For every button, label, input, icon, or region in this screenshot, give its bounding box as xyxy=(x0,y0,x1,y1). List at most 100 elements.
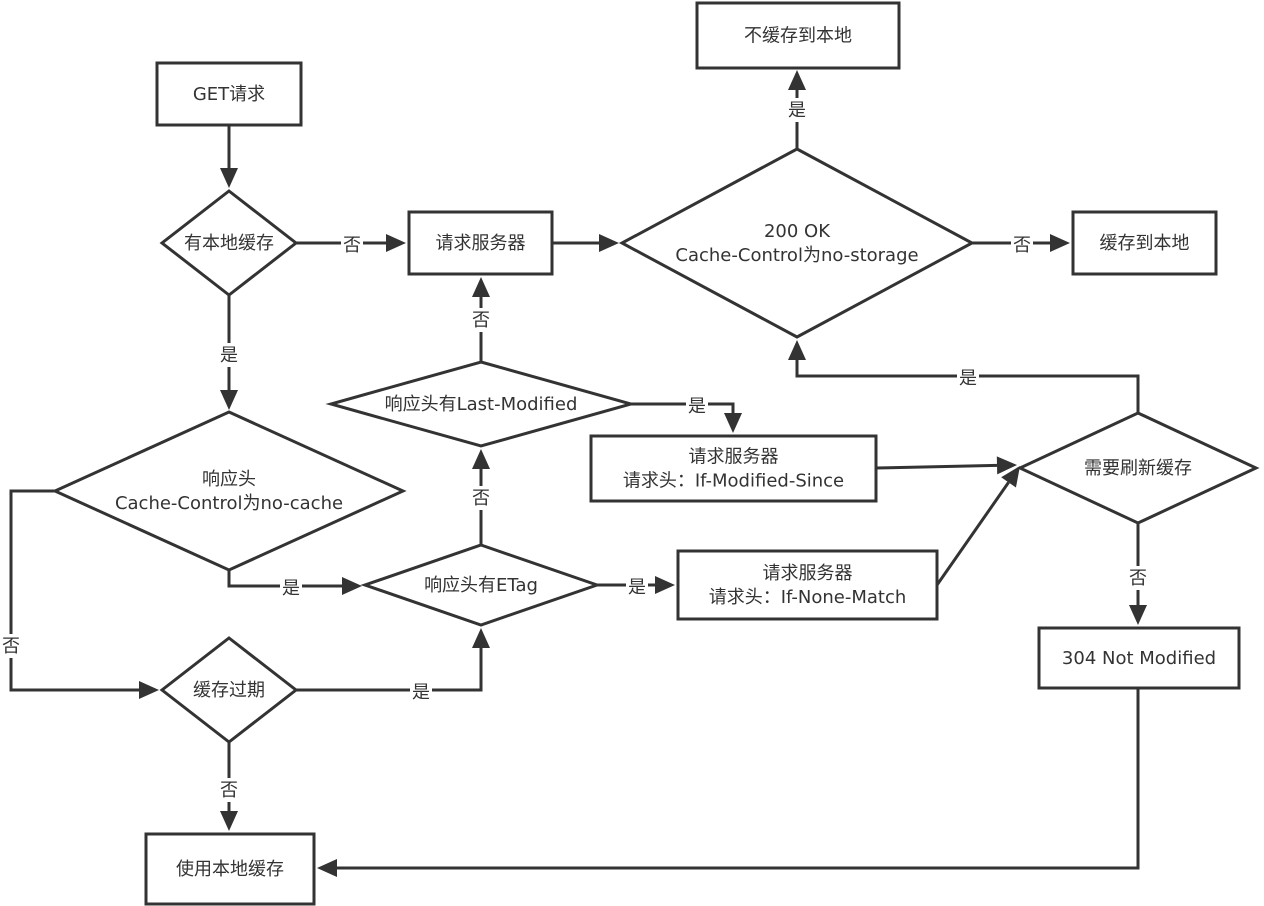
edge-label: 是 xyxy=(957,366,979,390)
edge-label: 是 xyxy=(686,394,708,418)
edge-label-text: 否 xyxy=(1129,568,1147,589)
connector-line xyxy=(9,489,139,692)
process-request-server-1: 请求服务器 xyxy=(407,210,554,276)
edge-request-if-none-match-to-need-refresh xyxy=(935,466,1020,586)
process-box xyxy=(589,434,878,503)
process-not-modified-304: 304 Not Modified xyxy=(1037,626,1241,690)
arrowhead-icon xyxy=(139,681,159,699)
decision-has-local-cache: 有本地缓存 xyxy=(159,189,299,297)
edge-label: 是 xyxy=(626,575,648,599)
node-label: 200 OK xyxy=(764,221,831,242)
arrowhead-icon xyxy=(1050,234,1070,252)
edge-label-text: 否 xyxy=(472,488,490,509)
arrowhead-icon xyxy=(1001,466,1020,488)
edge-label: 是 xyxy=(218,343,240,367)
connector-line xyxy=(631,402,735,413)
node-label: 请求服务器 xyxy=(436,233,526,254)
edge-label-text: 否 xyxy=(1013,235,1031,256)
arrowhead-icon xyxy=(655,576,675,594)
arrowhead-icon xyxy=(996,456,1017,475)
decision-status-200-ok: 200 OK Cache-Control为no-storage xyxy=(618,147,976,339)
edge-get-request-to-has-local-cache xyxy=(220,125,238,188)
node-label: 请求服务器 xyxy=(763,563,853,584)
node-label: 需要刷新缓存 xyxy=(1084,458,1192,479)
edge-label: 否 xyxy=(470,308,492,332)
edge-label-text: 否 xyxy=(343,235,361,256)
process-box xyxy=(1071,210,1218,276)
edge-not-modified-304-to-use-local-cache xyxy=(317,688,1140,877)
arrowhead-icon xyxy=(317,859,337,877)
edge-label-text: 否 xyxy=(2,636,20,657)
edge-has-local-cache-to-no-cache-header xyxy=(220,295,238,410)
edge-label-text: 是 xyxy=(220,345,238,366)
edge-label-text: 否 xyxy=(472,310,490,331)
decision-diamond xyxy=(618,147,976,339)
edge-label-text: 是 xyxy=(688,396,706,417)
node-label: 响应头有Last-Modified xyxy=(385,394,578,415)
connector-line xyxy=(875,463,998,470)
connector-line xyxy=(337,688,1140,870)
arrowhead-icon xyxy=(220,168,238,188)
nodes-layer: GET请求有本地缓存请求服务器200 OKCache-Control为no-st… xyxy=(51,1,1260,906)
edge-label: 否 xyxy=(470,486,492,510)
arrowhead-icon xyxy=(472,449,490,469)
arrowhead-icon xyxy=(220,390,238,410)
decision-no-cache-header: 响应头 Cache-Control为no-cache xyxy=(51,410,407,572)
connector-line xyxy=(935,481,1010,586)
node-label: 响应头 xyxy=(202,469,256,490)
edge-label-text: 否 xyxy=(220,780,238,801)
edge-has-last-modified-to-request-if-modified-since xyxy=(631,402,742,433)
edge-label-text: 是 xyxy=(959,368,977,389)
edge-label: 是 xyxy=(280,576,302,600)
decision-has-last-modified: 响应头有Last-Modified xyxy=(325,360,637,448)
node-label: 缓存到本地 xyxy=(1100,233,1190,254)
edge-no-cache-header-to-has-etag xyxy=(227,570,362,595)
arrowhead-icon xyxy=(724,413,742,433)
node-label: 响应头有ETag xyxy=(424,575,538,596)
node-label: 使用本地缓存 xyxy=(176,859,284,880)
decision-diamond xyxy=(325,360,637,448)
node-label: 请求头：If-None-Match xyxy=(709,587,907,608)
process-use-local-cache: 使用本地缓存 xyxy=(144,832,316,906)
decision-cache-expired: 缓存过期 xyxy=(159,636,299,744)
process-get-request: GET请求 xyxy=(155,61,303,127)
decision-diamond xyxy=(159,189,299,297)
decision-diamond xyxy=(51,410,407,572)
edge-request-server-1-to-status-200-ok xyxy=(552,234,619,252)
edge-label-text: 是 xyxy=(628,577,646,598)
arrowhead-icon xyxy=(788,70,806,90)
edge-label: 是 xyxy=(786,98,808,122)
arrowhead-icon xyxy=(342,577,362,595)
arrowhead-icon xyxy=(599,234,619,252)
decision-diamond xyxy=(159,636,299,744)
arrowhead-icon xyxy=(1129,605,1147,625)
process-box xyxy=(144,832,316,906)
edge-no-cache-header-to-cache-expired xyxy=(9,489,159,699)
node-label: Cache-Control为no-storage xyxy=(675,245,918,266)
connector-line xyxy=(296,648,483,692)
edge-cache-expired-to-has-etag xyxy=(296,628,490,692)
node-label: 不缓存到本地 xyxy=(744,26,852,47)
decision-need-refresh: 需要刷新缓存 xyxy=(1016,411,1260,525)
edge-label-text: 是 xyxy=(282,578,300,599)
arrowhead-icon xyxy=(220,811,238,831)
node-label: 缓存过期 xyxy=(193,680,265,701)
process-no-cache-local: 不缓存到本地 xyxy=(695,1,901,70)
edge-label: 是 xyxy=(410,680,432,704)
arrowhead-icon xyxy=(472,277,490,297)
process-box xyxy=(407,210,554,276)
node-label: 有本地缓存 xyxy=(184,233,274,254)
edge-label: 否 xyxy=(1011,233,1033,257)
edge-label: 否 xyxy=(341,233,363,257)
arrowhead-icon xyxy=(788,340,806,360)
edge-need-refresh-to-not-modified-304 xyxy=(1129,523,1147,625)
process-box xyxy=(155,61,303,127)
node-label: 请求服务器 xyxy=(689,447,779,468)
node-label: Cache-Control为no-cache xyxy=(115,493,343,514)
node-label: 304 Not Modified xyxy=(1062,648,1216,669)
decision-diamond xyxy=(360,543,602,627)
process-box xyxy=(676,549,939,621)
